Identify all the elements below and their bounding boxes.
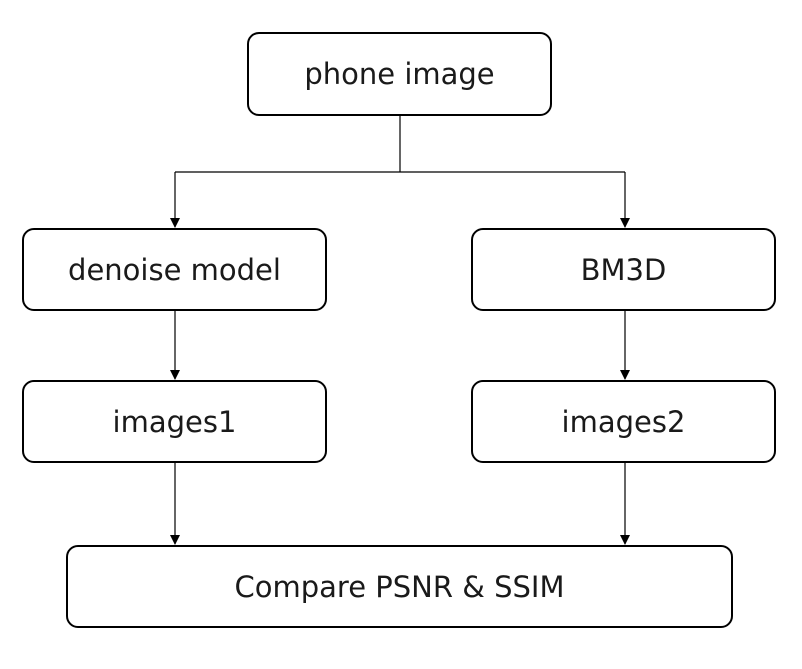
node-images1: images1 [22, 380, 327, 463]
edge-phone-split [175, 116, 625, 173]
node-denoise-model: denoise model [22, 228, 327, 311]
node-denoise-model-label: denoise model [68, 252, 281, 287]
node-phone-image-label: phone image [304, 57, 495, 91]
node-bm3d: BM3D [471, 228, 776, 311]
node-phone-image: phone image [247, 32, 552, 116]
node-images2-label: images2 [561, 404, 686, 439]
node-compare-psnr-ssim: Compare PSNR & SSIM [66, 545, 733, 628]
node-images1-label: images1 [112, 404, 237, 439]
node-compare-label: Compare PSNR & SSIM [234, 569, 565, 604]
node-images2: images2 [471, 380, 776, 463]
node-bm3d-label: BM3D [580, 252, 667, 287]
